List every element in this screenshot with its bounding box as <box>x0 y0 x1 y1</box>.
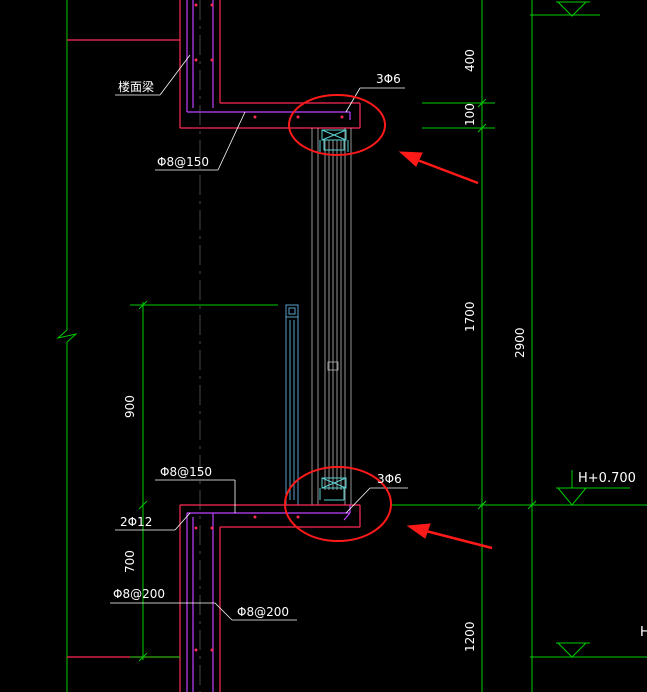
left-wall-lines <box>56 0 78 692</box>
beam-label: 楼面梁 <box>118 79 154 94</box>
lower-rebar <box>186 505 351 692</box>
dimension-lines-right <box>392 0 647 692</box>
dim-1700: 1700 <box>463 301 477 332</box>
stirrup-200-right-label: Φ8@200 <box>237 605 289 619</box>
leader-lines <box>110 54 408 621</box>
elevation-label: H+0.700 <box>578 471 636 486</box>
upper-rebar-dots <box>194 3 344 119</box>
annotation-circles <box>284 94 392 542</box>
stirrup-label-bottom: Φ8@150 <box>160 465 212 479</box>
rebar-label-top: 3Φ6 <box>376 72 401 86</box>
dim-900: 900 <box>123 395 137 418</box>
stirrup-200-left-label: Φ8@200 <box>113 587 165 601</box>
dim-1200: 1200 <box>463 621 477 652</box>
window-frame <box>311 128 352 505</box>
arrow-top <box>398 151 479 185</box>
arrow-bottom <box>406 523 493 550</box>
dim-100: 100 <box>463 103 477 126</box>
rebar-label-bottom: 3Φ6 <box>377 472 402 486</box>
dim-2900: 2900 <box>513 327 527 358</box>
annotation-circle-top <box>288 94 386 156</box>
annotation-arrows <box>398 151 493 550</box>
railing <box>285 304 299 505</box>
annotation-circle-bottom <box>284 466 392 542</box>
bars-2phi12-label: 2Φ12 <box>120 515 152 529</box>
dim-700: 700 <box>123 550 137 573</box>
elevation-markers <box>556 1 630 658</box>
dimension-lines-left <box>130 300 278 662</box>
window-head-detail <box>319 129 349 501</box>
upper-rebar <box>186 0 351 120</box>
elevation-label-partial: H <box>640 625 647 640</box>
lower-slab-outline <box>179 504 361 692</box>
stirrup-label-top: Φ8@150 <box>157 155 209 169</box>
dim-400: 400 <box>463 49 477 72</box>
lower-rebar-dots <box>194 515 300 652</box>
